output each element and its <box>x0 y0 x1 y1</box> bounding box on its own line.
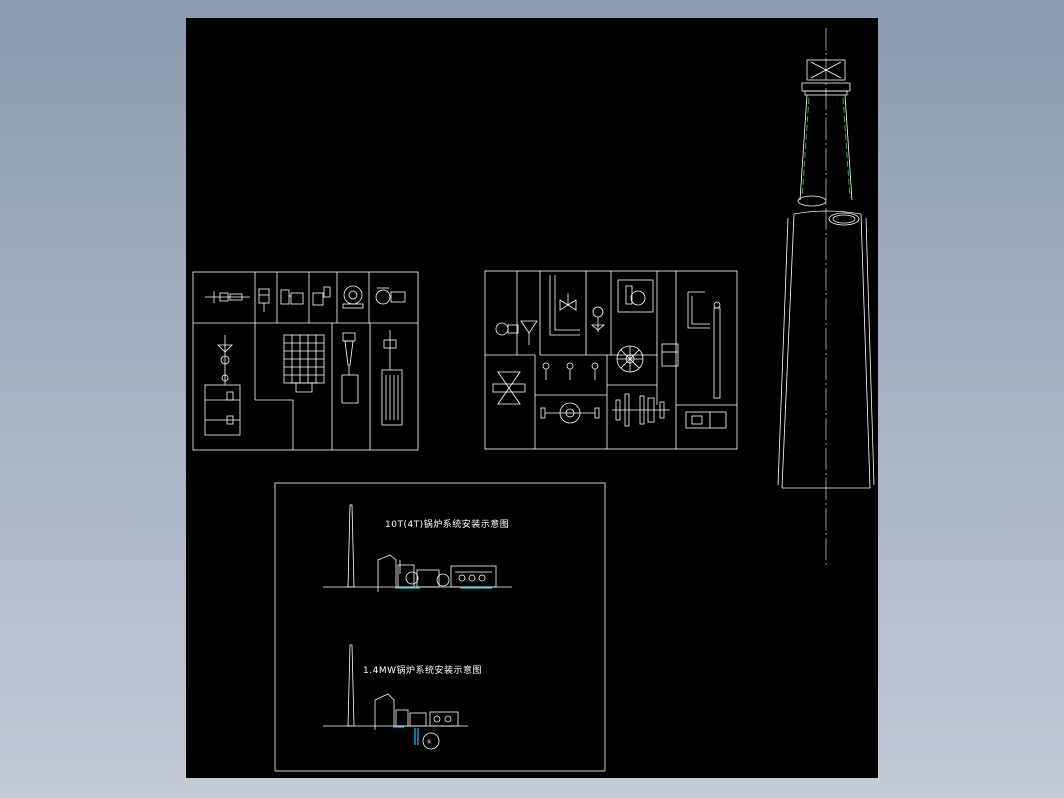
cyan-pipe-accents <box>393 587 492 745</box>
butterfly-valve-icon <box>492 371 526 405</box>
motor-icon <box>661 343 679 367</box>
gate-valve-icon <box>520 320 538 345</box>
system-b-drawing <box>323 644 468 750</box>
blower-icon <box>342 285 364 309</box>
right-equipment-panel <box>484 270 738 450</box>
thermometer-icon <box>713 301 721 399</box>
callout-label: 泵 <box>427 739 431 744</box>
system-a-title: 10T(4T)锅炉系统安装示意图 <box>385 518 509 530</box>
schematic-frame <box>274 482 606 772</box>
callout-circle <box>422 732 440 750</box>
left-panel-frame <box>192 271 419 451</box>
cyclone-separator-icon <box>341 332 359 404</box>
bag-filter-icon <box>381 330 403 426</box>
drawing-canvas: 10T(4T)锅炉系统安装示意图 1.4MW锅炉系统安装示意图 泵 <box>186 18 878 778</box>
skid-pump-icon <box>685 411 727 429</box>
system-b-title: 1.4MW锅炉系统安装示意图 <box>363 664 482 676</box>
cooling-tower-icon <box>283 334 325 393</box>
dosing-pump-icon <box>312 286 331 306</box>
heat-exchanger-icon <box>612 393 670 427</box>
pump-small-icon <box>258 288 270 312</box>
chimney-green-edges <box>801 97 851 199</box>
installation-schematic <box>274 482 606 772</box>
chimney-elevation <box>777 28 875 565</box>
fan-housing-icon <box>617 279 654 313</box>
softener-icon <box>280 289 304 305</box>
flow-meter-icon <box>540 402 600 424</box>
valve-assembly-icon <box>205 291 250 303</box>
chimney-bracket-icon <box>687 291 710 329</box>
left-equipment-panel <box>192 271 419 451</box>
small-gauges-icon <box>542 362 599 380</box>
fan-motor-icon <box>375 287 406 305</box>
angle-valve-icon <box>549 275 580 336</box>
system-a-drawing <box>323 504 512 592</box>
pressure-gauge-icon <box>590 306 606 332</box>
impeller-wheel-icon <box>616 345 644 373</box>
water-treatment-unit-icon <box>204 335 241 436</box>
cad-drawing: 10T(4T)锅炉系统安装示意图 1.4MW锅炉系统安装示意图 泵 <box>192 28 875 772</box>
pump-motor-icon <box>495 322 519 336</box>
